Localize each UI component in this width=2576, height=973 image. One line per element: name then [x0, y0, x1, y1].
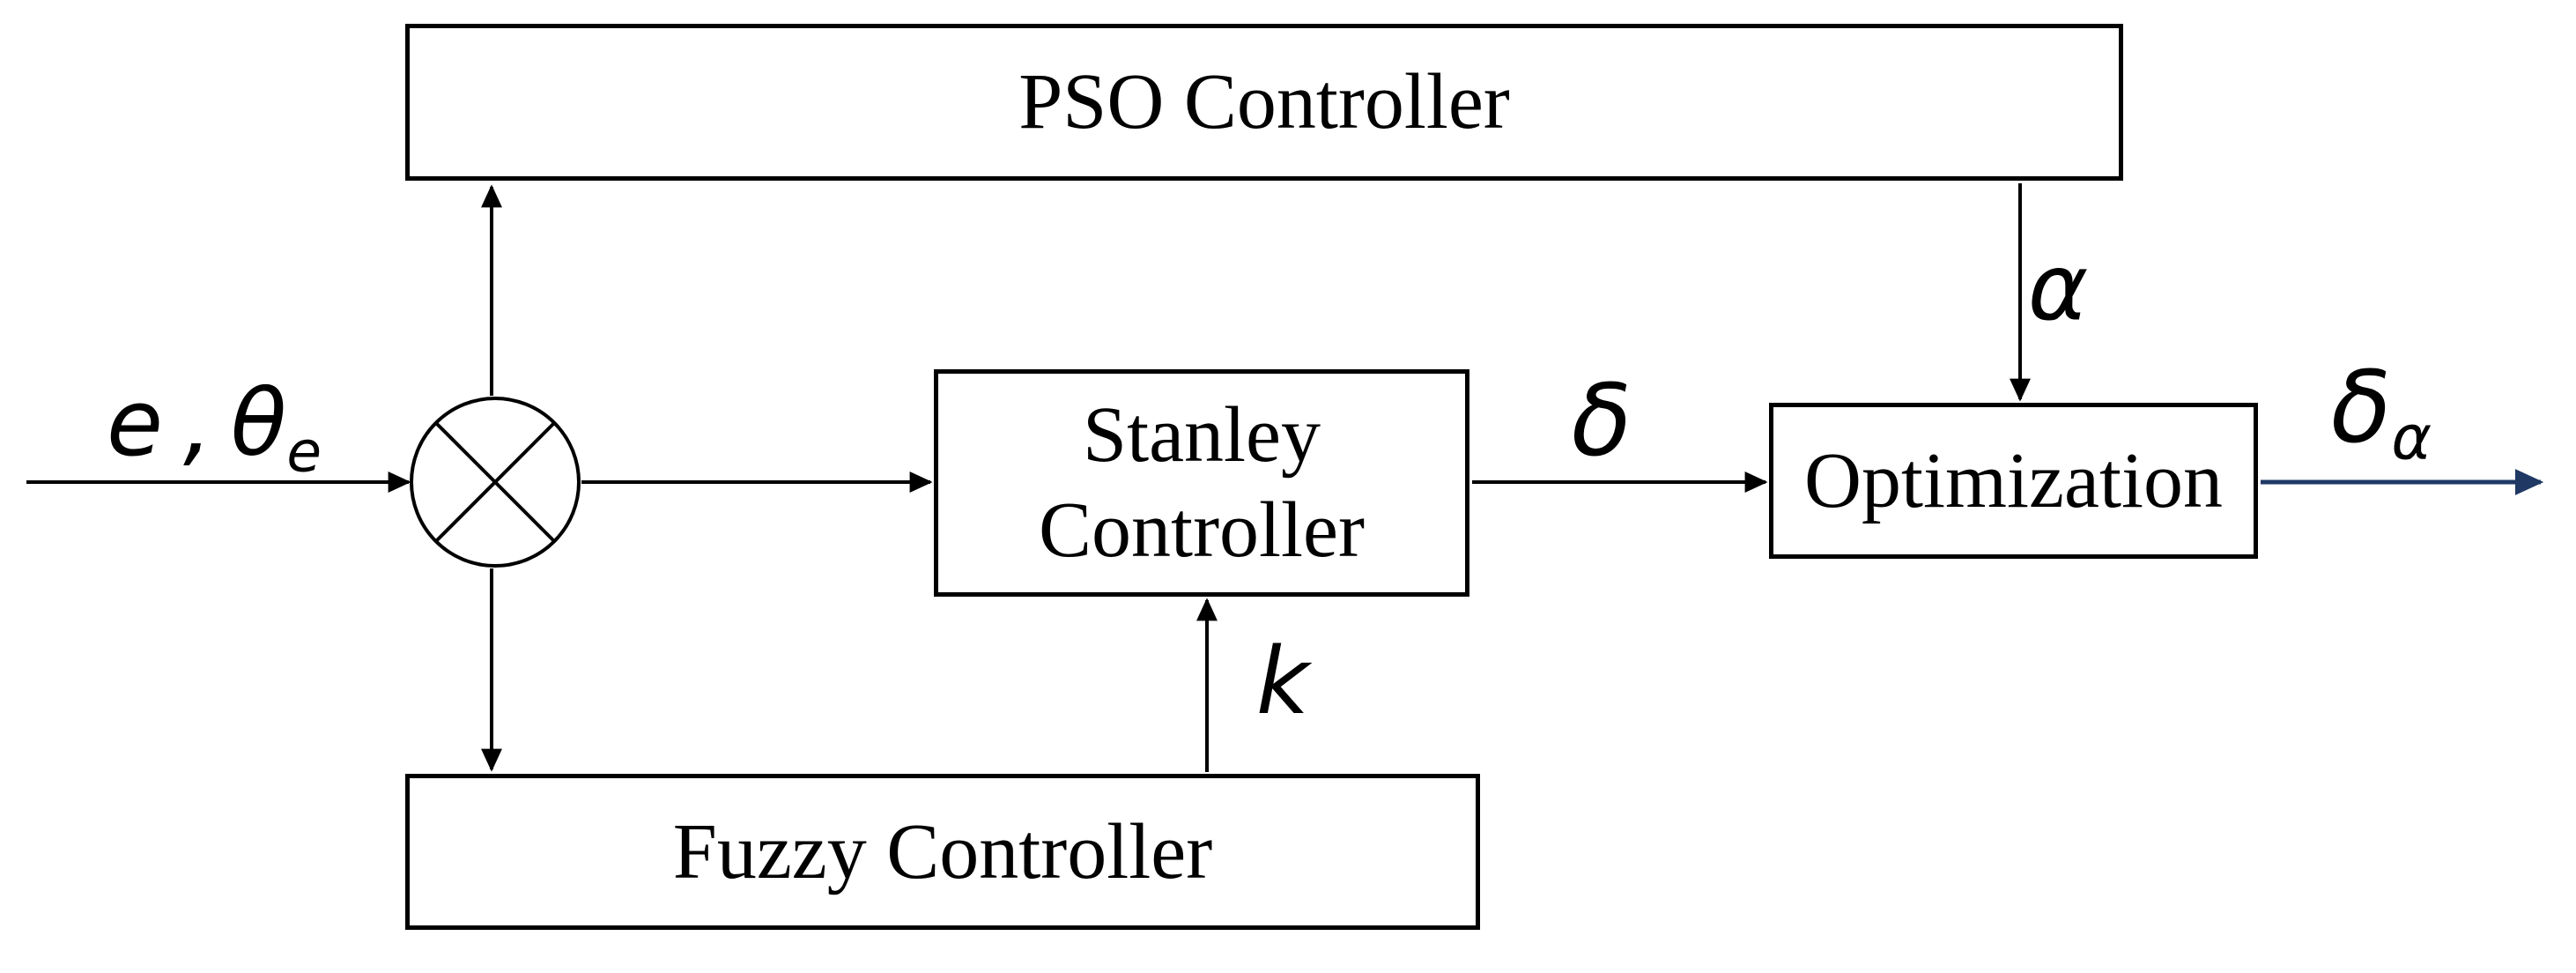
- stanley-controller-label-line2: Controller: [1039, 486, 1365, 574]
- comma-separator: ,: [182, 369, 212, 478]
- output-delta-symbol: δ: [2330, 351, 2392, 466]
- stanley-controller-block: Stanley Controller: [934, 369, 1469, 597]
- alpha-symbol: α: [2027, 234, 2089, 341]
- output-delta-subscript: α: [2391, 403, 2432, 474]
- alpha-signal-label: α: [2028, 241, 2089, 333]
- delta-symbol: δ: [1571, 364, 1632, 479]
- output-signal-label: δα: [2331, 359, 2432, 470]
- stanley-controller-label-line1: Stanley: [1083, 391, 1321, 479]
- optimization-block: Optimization: [1769, 403, 2258, 559]
- pso-controller-block: PSO Controller: [405, 24, 2123, 181]
- delta-signal-label: δ: [1572, 372, 1632, 471]
- k-gain-signal-label: k: [1256, 635, 1309, 727]
- error-symbol: e: [106, 369, 163, 478]
- multiplication-junction-icon: [410, 397, 581, 568]
- optimization-label: Optimization: [1804, 436, 2223, 524]
- fuzzy-controller-label: Fuzzy Controller: [672, 807, 1213, 895]
- input-signal-label: e,θe: [107, 377, 322, 481]
- heading-error-subscript: e: [286, 419, 322, 486]
- fuzzy-controller-block: Fuzzy Controller: [405, 774, 1480, 930]
- pso-controller-label: PSO Controller: [1018, 58, 1510, 145]
- heading-error-symbol: θ: [230, 369, 287, 478]
- k-symbol: k: [1255, 628, 1310, 735]
